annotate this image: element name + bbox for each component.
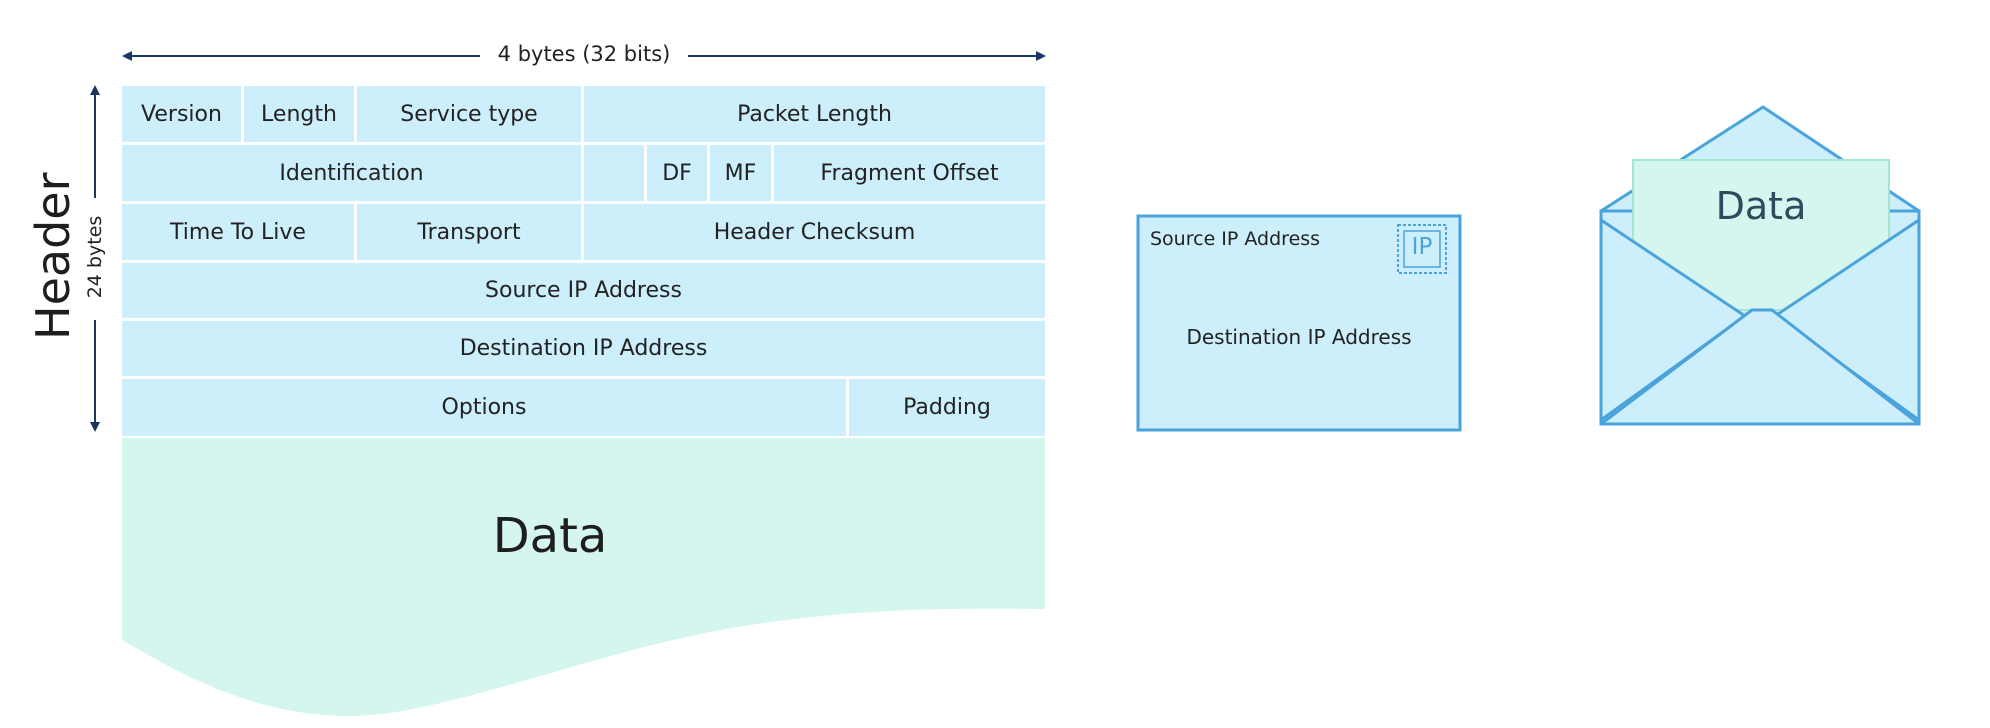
- field-source-ip: Source IP Address: [122, 263, 1045, 318]
- field-packet-length: Packet Length: [584, 86, 1045, 142]
- envelope-source-label: Source IP Address: [1150, 228, 1321, 250]
- field-transport: Transport: [357, 204, 581, 260]
- field-fragment-offset: Fragment Offset: [774, 145, 1045, 201]
- data-area: [122, 438, 1045, 716]
- field-header-checksum: Header Checksum: [584, 204, 1045, 260]
- field-identification: Identification: [122, 145, 581, 201]
- field-version: Version: [122, 86, 241, 142]
- header-side-label: Header: [26, 172, 80, 341]
- stamp-icon: [1397, 224, 1447, 274]
- field-reserved-flag: [584, 145, 644, 201]
- field-service-type: Service type: [357, 86, 581, 142]
- letter-data-label: Data: [1715, 184, 1807, 228]
- field-options: Options: [122, 379, 846, 436]
- data-label: Data: [492, 508, 608, 564]
- field-length: Length: [244, 86, 354, 142]
- field-destination-ip: Destination IP Address: [122, 321, 1045, 376]
- field-mf: MF: [710, 145, 771, 201]
- envelope-stamp-label: IP: [1411, 234, 1433, 260]
- envelope-destination-label: Destination IP Address: [1186, 325, 1412, 349]
- width-label: 4 bytes (32 bits): [497, 42, 671, 66]
- open-envelope-icon: [1599, 105, 1921, 426]
- field-padding: Padding: [849, 379, 1045, 436]
- field-time-to-live: Time To Live: [122, 204, 354, 260]
- height-label: 24 bytes: [84, 215, 106, 299]
- field-df: DF: [647, 145, 707, 201]
